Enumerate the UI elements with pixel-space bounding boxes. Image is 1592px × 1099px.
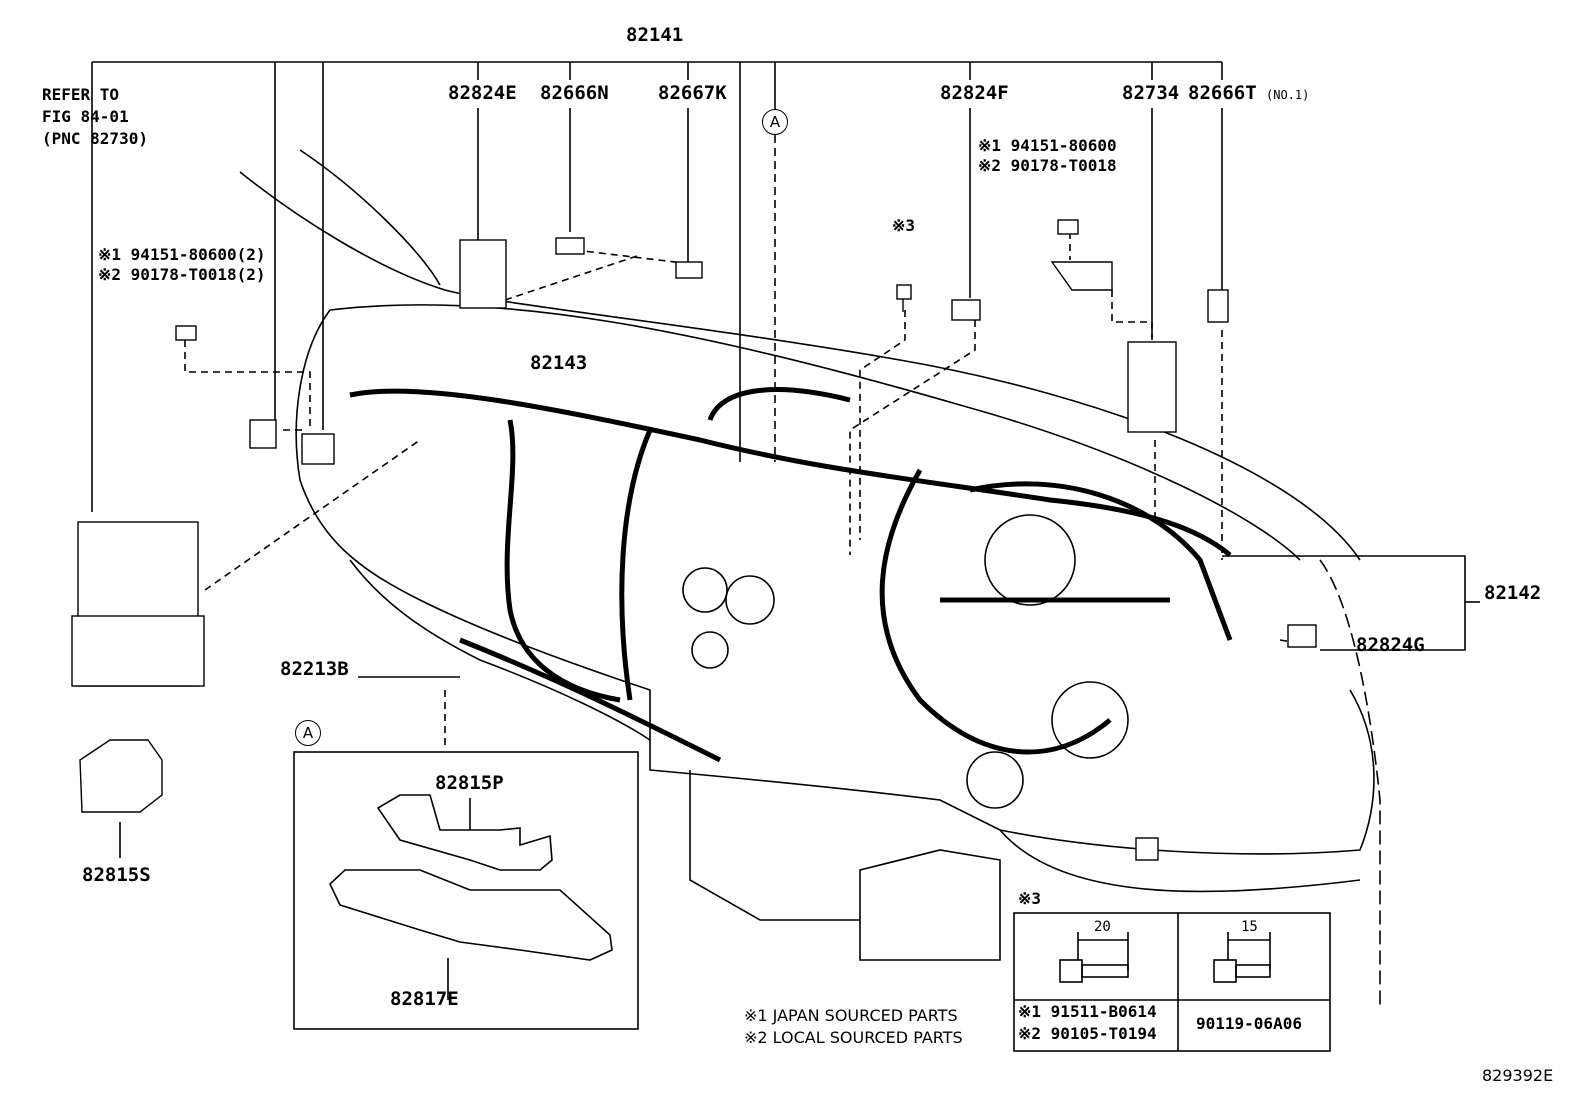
label-right-note1: ※1 94151-80600 xyxy=(978,136,1117,155)
bolt-part-right: 90119-06A06 xyxy=(1196,1014,1302,1033)
label-82141: 82141 xyxy=(626,24,684,46)
label-refer-line3: (PNC 82730) xyxy=(42,129,148,148)
legend-local: ※2 LOCAL SOURCED PARTS xyxy=(744,1028,963,1047)
bolt-part-japan: ※1 91511-B0614 xyxy=(1018,1002,1157,1021)
label-82824G: 82824G xyxy=(1356,634,1425,656)
bolt-table-title: ※3 xyxy=(1018,889,1042,908)
label-82213B: 82213B xyxy=(280,658,349,680)
circle-a-marker: A xyxy=(762,109,788,135)
label-82666N: 82666N xyxy=(540,82,609,104)
label-82143: 82143 xyxy=(530,352,588,374)
label-82815S: 82815S xyxy=(82,864,151,886)
label-left-note2: ※2 90178-T0018(2) xyxy=(98,265,266,284)
bolt-part-local: ※2 90105-T0194 xyxy=(1018,1024,1157,1043)
inset-box-a xyxy=(293,751,639,1030)
label-left-note1: ※1 94151-80600(2) xyxy=(98,245,266,264)
label-refer-line1: REFER TO xyxy=(42,85,120,104)
label-82824E: 82824E xyxy=(448,82,517,104)
relay-82824E xyxy=(459,239,507,309)
relay-block-82734 xyxy=(1127,341,1177,433)
label-82817E: 82817E xyxy=(390,988,459,1010)
bolt-dim-right: 15 xyxy=(1241,919,1258,935)
label-82667K: 82667K xyxy=(658,82,727,104)
label-82666T: 82666T xyxy=(1188,82,1257,104)
label-refer-line2: FIG 84-01 xyxy=(42,107,129,126)
leader-82142 xyxy=(1222,555,1466,651)
label-82824F: 82824F xyxy=(940,82,1009,104)
label-mark3: ※3 xyxy=(892,216,916,235)
label-82142: 82142 xyxy=(1484,582,1542,604)
label-82734: 82734 xyxy=(1122,82,1180,104)
label-right-note2: ※2 90178-T0018 xyxy=(978,156,1117,175)
bracket-82815S xyxy=(79,739,163,813)
figure-number: 829392E xyxy=(1482,1066,1554,1085)
label-82666T-note: (NO.1) xyxy=(1266,88,1310,102)
bolt-dim-left: 20 xyxy=(1094,919,1111,935)
label-82815P: 82815P xyxy=(435,772,504,794)
part-82815P xyxy=(376,794,553,871)
legend-japan: ※1 JAPAN SOURCED PARTS xyxy=(744,1006,958,1025)
circle-a-inset: A xyxy=(295,720,321,746)
part-82817E xyxy=(329,869,613,961)
dashboard-outline xyxy=(239,149,1361,561)
bolt-table xyxy=(1013,912,1331,1052)
